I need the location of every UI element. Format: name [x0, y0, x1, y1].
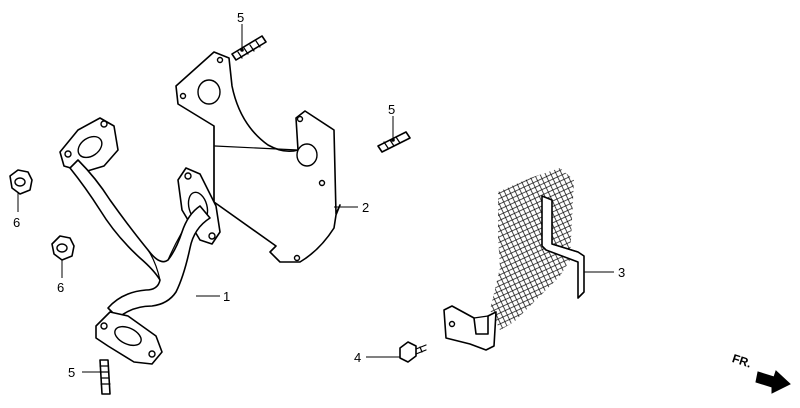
callout-stud-top: 5 — [237, 10, 244, 25]
stud-top — [231, 35, 267, 61]
mesh-screen — [490, 168, 574, 330]
callout-stud-mid: 5 — [388, 102, 395, 117]
callout-heat-shield-plate: 2 — [362, 200, 369, 215]
front-arrow-icon — [755, 370, 791, 394]
shield-port-hole-right — [296, 143, 318, 167]
nut-lower — [51, 235, 75, 261]
front-direction-marker: FR. — [730, 351, 791, 394]
heat-shield-plate — [175, 51, 341, 263]
exhaust-pipe — [59, 117, 221, 365]
callout-nut-upper: 6 — [13, 215, 20, 230]
stud-mid — [377, 131, 411, 153]
bolt — [399, 341, 427, 363]
bracket-assembly — [443, 168, 585, 351]
stud-bottom — [99, 359, 111, 395]
callout-exhaust-pipe: 1 — [223, 289, 230, 304]
front-direction-label: FR. — [730, 351, 753, 370]
callout-bracket: 3 — [618, 265, 625, 280]
shield-port-hole-left — [197, 79, 221, 105]
callout-nut-lower: 6 — [57, 280, 64, 295]
leader-lines — [17, 24, 614, 373]
callout-stud-bottom: 5 — [68, 365, 75, 380]
callout-bolt: 4 — [354, 350, 361, 365]
nut-upper — [9, 169, 33, 195]
